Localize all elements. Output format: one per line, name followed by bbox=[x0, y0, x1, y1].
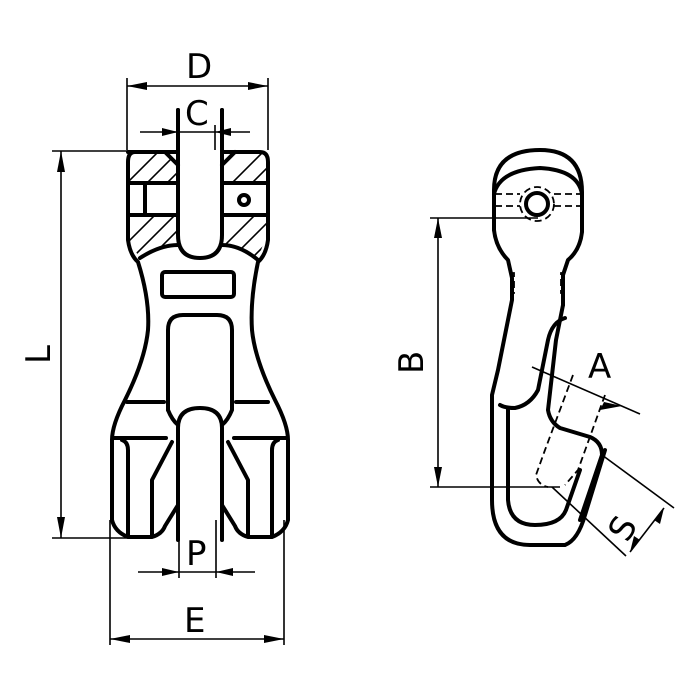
side-pin-icon bbox=[524, 191, 550, 217]
front-view bbox=[110, 108, 290, 542]
dimension-label-B: B bbox=[392, 351, 432, 374]
side-view bbox=[490, 148, 607, 547]
pin-hole-icon bbox=[237, 193, 251, 207]
hook-tongue bbox=[546, 303, 604, 522]
dimension-label-S: S bbox=[601, 509, 646, 548]
side-eye-outline bbox=[492, 148, 584, 307]
dimension-label-A: A bbox=[588, 347, 611, 387]
section-hatching bbox=[128, 152, 268, 258]
dimension-label-L: L bbox=[19, 345, 59, 364]
dimension-label-E: E bbox=[184, 601, 205, 641]
dimension-label-C: C bbox=[185, 94, 209, 134]
side-view-dimensions: B A S bbox=[392, 217, 675, 557]
dimension-label-P: P bbox=[186, 534, 207, 574]
marking-plate bbox=[160, 270, 236, 299]
chain-link-center bbox=[176, 406, 224, 542]
dimension-label-D: D bbox=[186, 47, 212, 87]
front-view-dimensions: D C L P E bbox=[19, 47, 285, 645]
chain-slot bbox=[166, 313, 234, 427]
